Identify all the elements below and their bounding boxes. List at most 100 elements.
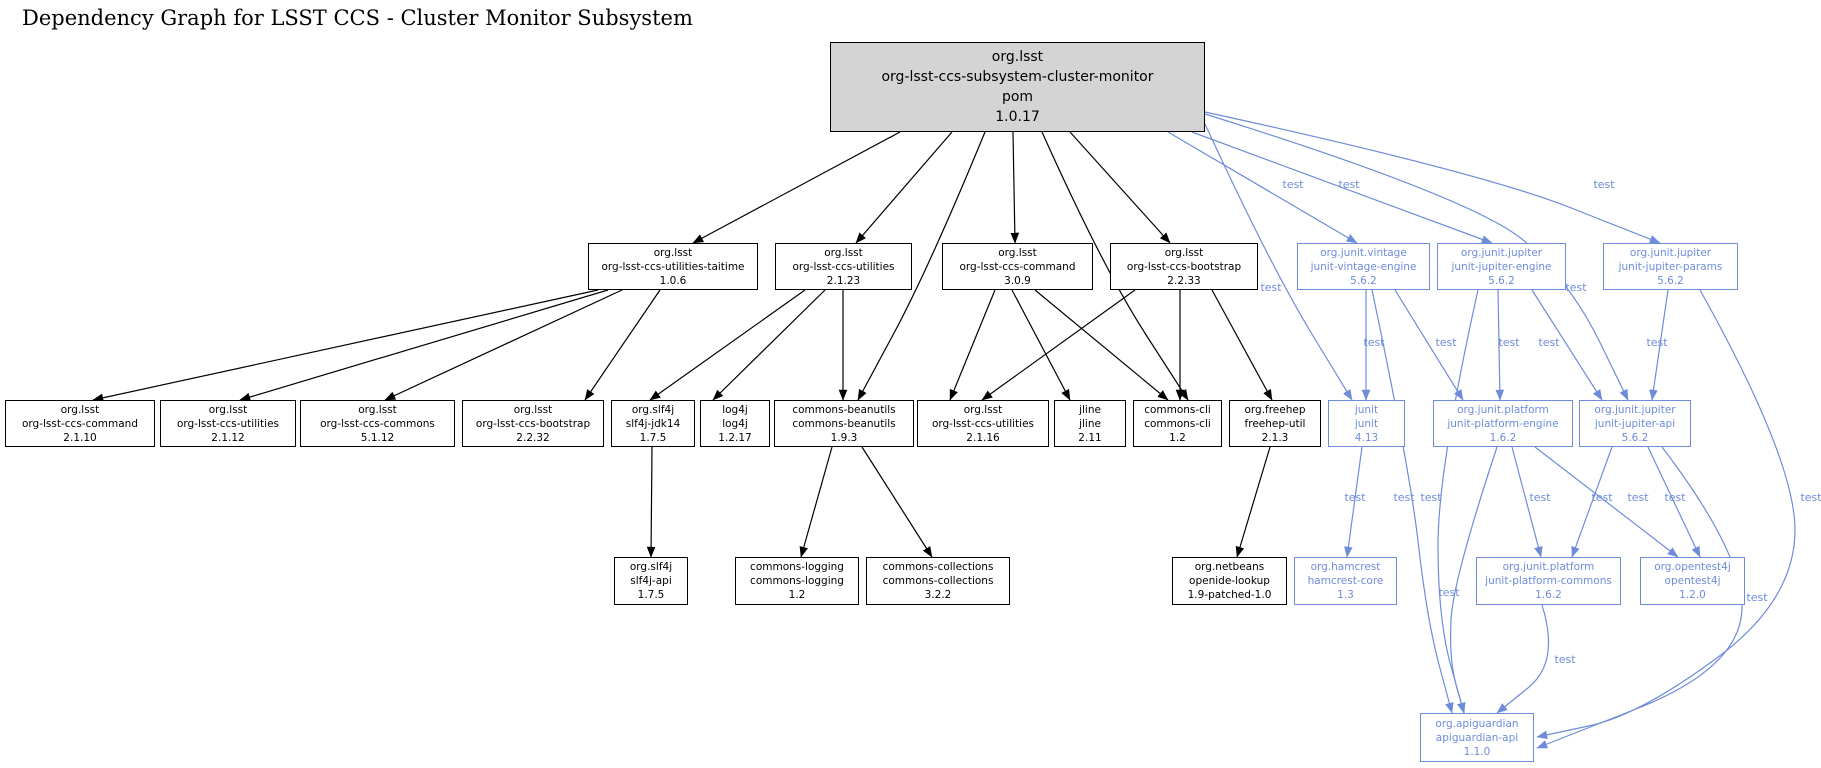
edge-pom-cmd309	[1010, 131, 1020, 244]
graph-node-label: 3.2.2	[924, 589, 952, 601]
edge-label: test	[1435, 336, 1457, 349]
graph-node-label: 2.1.10	[63, 431, 97, 444]
edge-pltengine-apiguardian	[1449, 446, 1498, 714]
edge-cmd309-util2116	[949, 289, 996, 401]
graph-node-label: 1.7.5	[637, 589, 665, 601]
graph-node-label: org.lsst	[991, 49, 1044, 65]
graph-node-label: junit-vintage-engine	[1310, 260, 1417, 273]
graph-node-label: org.netbeans	[1194, 561, 1265, 573]
graph-node-label: commons-cli	[1144, 403, 1211, 416]
edge-label: test	[1664, 491, 1686, 504]
graph-node-label: org.junit.jupiter	[1460, 246, 1543, 259]
graph-node-label: 1.0.6	[659, 274, 687, 287]
edge-juppar-apiguardian	[1536, 289, 1796, 740]
edge-jupapi-apiguardian	[1536, 446, 1743, 749]
graph-node-label: 1.2	[1169, 431, 1186, 444]
edge-pom-boot2233	[1069, 131, 1171, 244]
graph-node-label: org.opentest4j	[1654, 561, 1731, 573]
edge-beanutils-ccollections	[861, 446, 933, 558]
edge-label: test	[1338, 178, 1360, 191]
graph-node-label: commons-cli	[1144, 417, 1211, 430]
edge-taitime-util2112	[239, 289, 609, 402]
edge-pom-beanutils	[857, 131, 986, 401]
edge-label: test	[1260, 281, 1282, 294]
edge-jupeng-jupapi	[1531, 289, 1603, 401]
graph-node-label: org-lsst-ccs-subsystem-cluster-monitor	[881, 69, 1154, 85]
graph-node-pom: org.lsst org-lsst-ccs-subsystem-cluster-m…	[830, 42, 1205, 132]
graph-node-label: org.lsst	[358, 403, 397, 416]
graph-node-label: org.junit.vintage	[1320, 246, 1407, 259]
graph-node-label: org-lsst-ccs-utilities	[792, 260, 895, 273]
edge-label: test	[1627, 491, 1649, 504]
graph-node-label: slf4j-jdk14	[625, 417, 681, 430]
graph-node-label: 2.1.3	[1261, 431, 1289, 444]
graph-node-label: 5.6.2	[1350, 274, 1377, 287]
graph-node-label: org.slf4j	[631, 403, 675, 416]
graph-node-label: commons-logging	[750, 561, 844, 573]
edge-pom-ccli	[1041, 131, 1189, 401]
graph-node-label: junit-jupiter-api	[1594, 417, 1676, 430]
edge-jupeng-pltengine	[1495, 289, 1505, 401]
edge-freehep-openide	[1235, 446, 1271, 558]
graph-node-label: org-lsst-ccs-utilities	[931, 417, 1035, 430]
edge-vintage-apiguardian	[1371, 289, 1454, 714]
edge-pom-jupapi	[1204, 113, 1629, 401]
graph-node-label: 2.1.23	[826, 274, 861, 287]
graph-node-label: openide-lookup	[1189, 575, 1270, 587]
edge-vintage-pltengine	[1394, 289, 1464, 401]
graph-node-label: junit-jupiter-engine	[1451, 260, 1552, 273]
edge-label: test	[1529, 491, 1551, 504]
graph-node-label: org.lsst	[513, 403, 553, 416]
edge-cmd309-jline	[1011, 289, 1071, 401]
graph-node-label: org-lsst-ccs-utilities	[176, 417, 280, 430]
graph-node-label: org-lsst-ccs-command	[959, 260, 1076, 273]
edge-label: test	[1282, 178, 1304, 191]
graph-node-label: 2.1.16	[966, 431, 1000, 444]
edge-pltengine-pltcommons	[1511, 446, 1543, 558]
edge-taitime-boot2232	[584, 289, 661, 401]
edge-junit413-hamcrest	[1344, 446, 1363, 558]
graph-node-label: org-lsst-ccs-utilities-taitime	[601, 260, 745, 273]
graph-node-label: 1.0.17	[995, 109, 1040, 125]
graph-node-label: 2.11	[1078, 431, 1102, 444]
edge-label: test	[1498, 336, 1520, 349]
edge-util2123-slf4jjdk	[649, 289, 806, 401]
graph-node-label: org.lsst	[824, 246, 863, 259]
graph-node-label: junit-platform-commons	[1485, 575, 1612, 587]
edge-boot2233-freehep	[1211, 289, 1273, 401]
edge-pom-vintage	[1167, 131, 1358, 244]
graph-node-label: commons-beanutils	[792, 417, 896, 430]
edge-taitime-commons5112	[384, 289, 623, 401]
edge-util2123-log4j	[712, 289, 826, 401]
graph-node-label: apiguardian-api	[1435, 731, 1519, 744]
graph-node-label: commons-logging	[750, 575, 844, 587]
graph-node-label: 1.2.0	[1679, 589, 1706, 601]
graph-node-label: junit	[1354, 403, 1379, 416]
edge-pom-junit413	[1204, 123, 1353, 401]
edge-boot2233-util2116	[981, 289, 1136, 401]
edge-pltcommons-apiguardian	[1496, 604, 1550, 714]
graph-node-label: 5.6.2	[1488, 274, 1515, 287]
edge-label: test	[1591, 491, 1613, 504]
graph-node-label: slf4j-api	[630, 575, 672, 587]
edge-jupapi-opentest4j	[1647, 446, 1701, 558]
edge-pom-util2123	[855, 131, 953, 244]
